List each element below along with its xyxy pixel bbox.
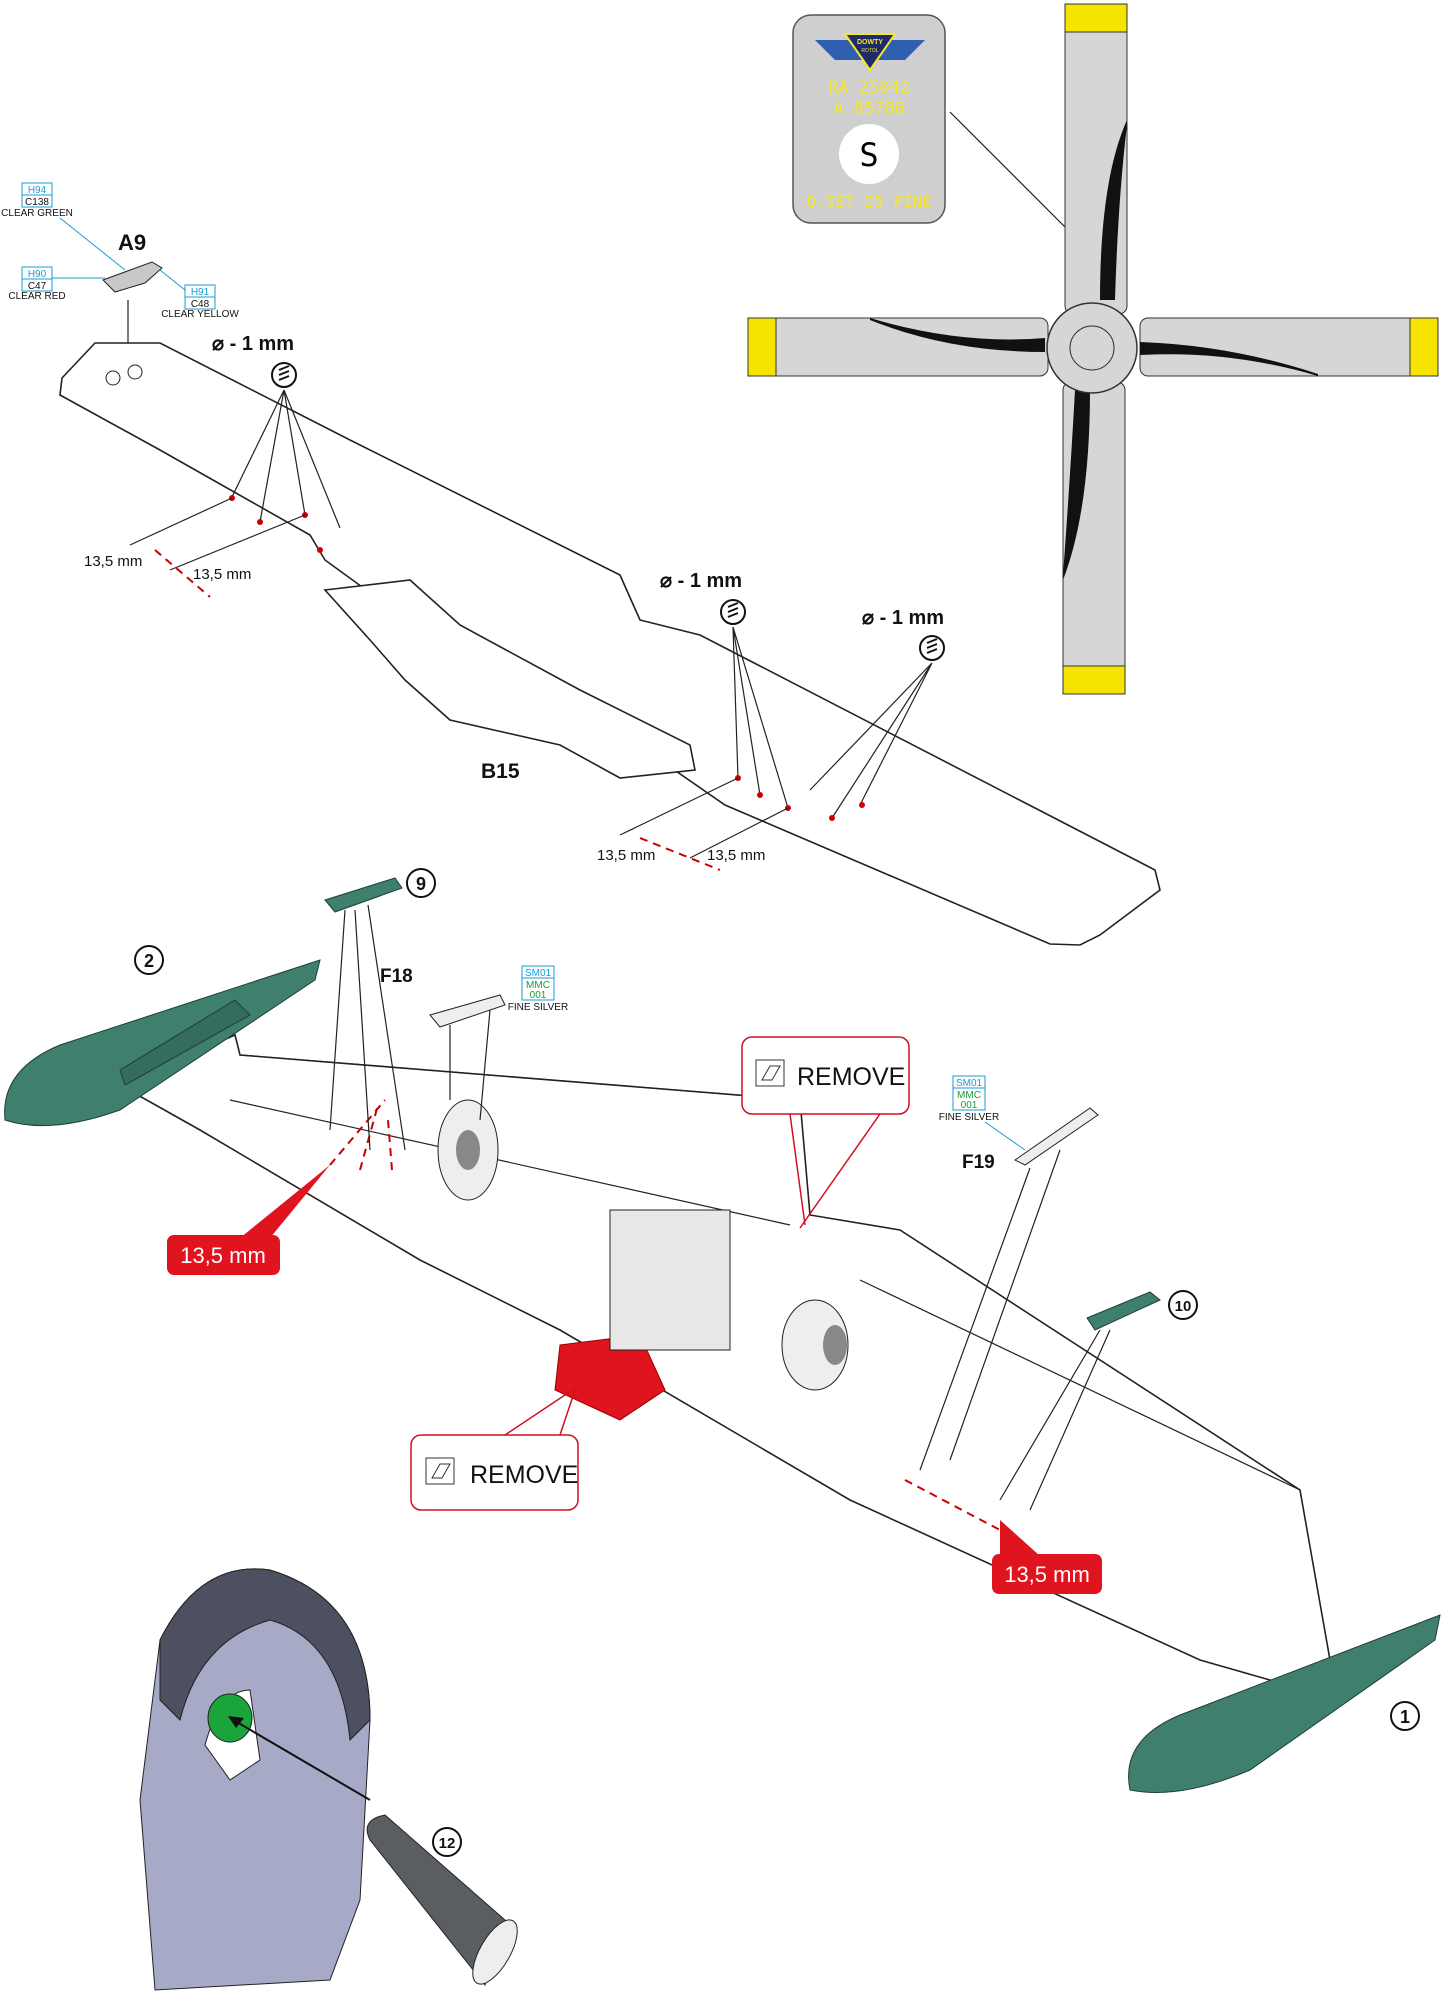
paint-mmc-code: MMC bbox=[526, 980, 550, 991]
main-wheel-left bbox=[437, 1099, 499, 1201]
red-dimension-right: 13,5 mm bbox=[992, 1520, 1102, 1594]
part-a9: A9 bbox=[102, 230, 163, 358]
part-b15-wing: B15 bbox=[59, 342, 1161, 946]
engine-cowl bbox=[139, 1568, 371, 1991]
remove-label: REMOVE bbox=[797, 1063, 905, 1091]
step-number-1: 1 bbox=[1390, 1701, 1420, 1731]
paint-name: CLEAR GREEN bbox=[1, 208, 73, 219]
drill-callout-1: ⌀ - 1 mm bbox=[212, 333, 341, 553]
paint-callout-clear-yellow: H91 C48 CLEAR YELLOW bbox=[159, 269, 239, 320]
s-badge bbox=[839, 124, 899, 184]
paint-callout-f19: SM01 MMC 001 FINE SILVER bbox=[939, 1075, 1026, 1151]
part-label-f19: F19 bbox=[962, 1152, 995, 1173]
paint-c-code: C48 bbox=[191, 299, 210, 310]
step-number-text: 1 bbox=[1400, 1707, 1410, 1727]
step-number-2: 2 bbox=[134, 945, 164, 975]
drill-size-label: ⌀ - 1 mm bbox=[862, 607, 944, 629]
propeller-decal-card: DOWTY ROTOL RA 25042 A 85786 S Q.SET 25 … bbox=[792, 14, 946, 224]
drill-icon bbox=[919, 635, 945, 661]
part-12-cylinder bbox=[366, 1814, 518, 1987]
dimension-label: 13,5 mm bbox=[193, 566, 251, 583]
dimension-label: 13,5 mm bbox=[597, 847, 655, 864]
step-number-text: 9 bbox=[416, 874, 426, 894]
drill-size-label: ⌀ - 1 mm bbox=[660, 570, 742, 592]
step-number-12: 12 bbox=[432, 1827, 462, 1857]
red-dimension-label: 13,5 mm bbox=[180, 1243, 266, 1268]
red-dimension-left: 13,5 mm bbox=[167, 1165, 330, 1275]
decal-line-1: RA 25042 bbox=[828, 78, 910, 98]
paint-callout-clear-green: H94 C138 CLEAR GREEN bbox=[1, 182, 126, 271]
drill-callout-2: ⌀ - 1 mm bbox=[660, 570, 791, 811]
prop-blade-top bbox=[1064, 3, 1128, 315]
remove-label: REMOVE bbox=[470, 1461, 578, 1489]
paint-callout-clear-red: H90 C47 CLEAR RED bbox=[8, 266, 105, 302]
paint-h-code: H94 bbox=[28, 185, 47, 196]
paint-c-code: C47 bbox=[28, 281, 47, 292]
main-wheel-right bbox=[781, 1299, 849, 1391]
step-number-text: 12 bbox=[439, 1835, 456, 1852]
paint-name: FINE SILVER bbox=[508, 1002, 568, 1013]
step-number-text: 10 bbox=[1175, 1298, 1192, 1315]
logo-top-text: DOWTY bbox=[857, 39, 883, 46]
step-number-text: 2 bbox=[144, 951, 154, 971]
paint-mmc-number: 001 bbox=[530, 990, 547, 1001]
paint-c-code: C138 bbox=[25, 197, 49, 208]
paint-mmc-code: MMC bbox=[957, 1090, 981, 1101]
remove-callout-2: REMOVE bbox=[410, 1384, 581, 1511]
paint-sm-code: SM01 bbox=[525, 968, 552, 979]
remove-icon bbox=[755, 1059, 785, 1087]
lower-wing-assembly bbox=[118, 1033, 1331, 1691]
dowty-rotol-logo: DOWTY ROTOL bbox=[815, 33, 925, 72]
drop-tank-left bbox=[4, 959, 321, 1127]
prop-blade-right bbox=[1139, 317, 1439, 377]
paint-mmc-number: 001 bbox=[961, 1100, 978, 1111]
part-label-f18: F18 bbox=[380, 966, 413, 987]
part-10-pod bbox=[999, 1291, 1161, 1511]
decal-line-3: Q.SET 25 FINE bbox=[806, 192, 931, 211]
dimension-label: 13,5 mm bbox=[707, 847, 765, 864]
landing-gear-bay bbox=[609, 1209, 731, 1351]
drill-icon bbox=[271, 362, 297, 388]
paint-h-code: H90 bbox=[28, 269, 47, 280]
paint-h-code: H91 bbox=[191, 287, 210, 298]
decal-line-2: A 85786 bbox=[833, 99, 905, 119]
drill-icon bbox=[720, 599, 746, 625]
part-9-pod bbox=[324, 877, 406, 1151]
step-number-10: 10 bbox=[1168, 1290, 1198, 1320]
remove-callout-1: REMOVE bbox=[741, 1036, 910, 1229]
paint-callout-f18: SM01 MMC 001 FINE SILVER bbox=[508, 965, 568, 1013]
paint-name: FINE SILVER bbox=[939, 1112, 999, 1123]
drill-size-label: ⌀ - 1 mm bbox=[212, 333, 294, 355]
dimension-lines: 13,5 mm 13,5 mm 13,5 mm 13,5 mm bbox=[84, 497, 789, 871]
logo-bottom-text: ROTOL bbox=[861, 48, 878, 54]
remove-icon bbox=[425, 1457, 455, 1485]
part-f19: F19 bbox=[919, 1107, 1099, 1471]
paint-name: CLEAR YELLOW bbox=[161, 309, 239, 320]
part-label-b15: B15 bbox=[481, 760, 520, 783]
part-label-a9: A9 bbox=[118, 230, 146, 255]
dimension-label: 13,5 mm bbox=[84, 553, 142, 570]
part-f18: F18 bbox=[380, 966, 506, 1121]
step-number-9: 9 bbox=[406, 868, 436, 898]
prop-blade-bottom bbox=[1062, 381, 1126, 695]
paint-name: CLEAR RED bbox=[8, 291, 65, 302]
prop-blade-left bbox=[747, 317, 1049, 377]
red-dimension-label: 13,5 mm bbox=[1004, 1562, 1090, 1587]
propeller bbox=[747, 3, 1439, 695]
drop-tank-right bbox=[1128, 1614, 1441, 1793]
s-badge-letter: S bbox=[859, 136, 878, 174]
drill-callout-3: ⌀ - 1 mm bbox=[809, 607, 945, 821]
paint-sm-code: SM01 bbox=[956, 1078, 983, 1089]
